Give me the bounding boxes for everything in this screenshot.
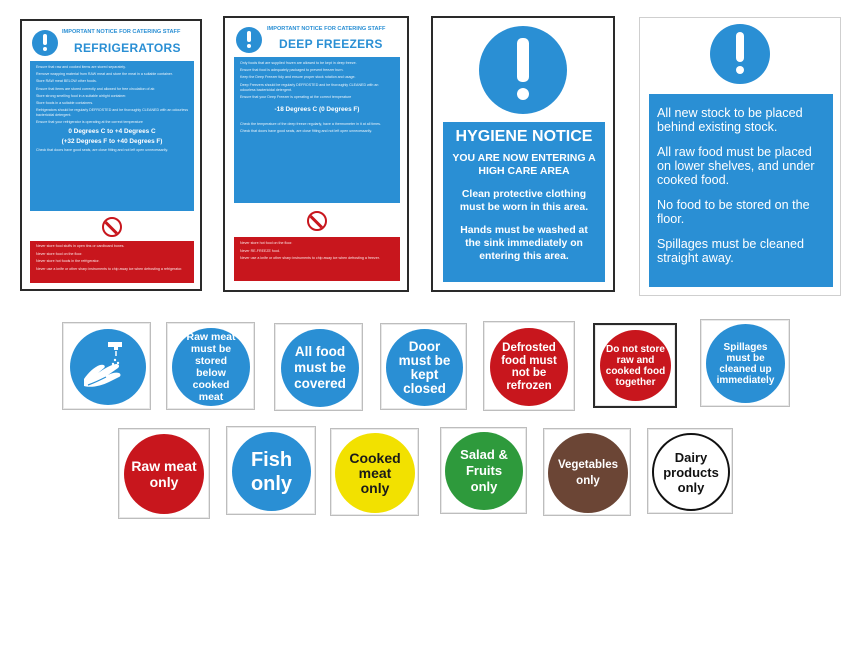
rule-text: Spillages must be cleaned straight away.: [657, 237, 805, 265]
hygiene-panel: HYGIENE NOTICE YOU ARE NOW ENTERING A HI…: [443, 122, 605, 282]
poster-title: REFRIGERATORS: [74, 41, 181, 55]
instruction-line: Check the temperature of the deep freeze…: [240, 121, 381, 126]
sign-circle: Spillages must be cleaned up immediately: [706, 324, 785, 403]
sign-text: All food must be covered: [294, 344, 346, 391]
notice-heading: IMPORTANT NOTICE FOR CATERING STAFF: [62, 29, 181, 35]
prohibition-icon: [102, 217, 122, 237]
sign-text: Raw meat only: [131, 458, 197, 490]
notice-heading: IMPORTANT NOTICE FOR CATERING STAFF: [267, 26, 386, 32]
dairy-products-only-sign: Dairy products only: [647, 428, 733, 514]
warning-line: Never use a knife or other sharp instrum…: [240, 256, 380, 260]
prohibition-icon: [307, 211, 327, 231]
rule-text: No food to be stored on the floor.: [657, 198, 810, 226]
defrosted-food-sign: Defrosted food must not be refrozen: [483, 321, 575, 411]
salad-fruits-only-sign: Salad & Fruits only: [440, 427, 527, 514]
sign-text: Fish only: [250, 448, 293, 495]
hand-wash-sign: [62, 322, 151, 410]
cooked-meat-only-sign: Cooked meat only: [330, 428, 419, 516]
sign-circle: Door must be kept closed: [386, 329, 463, 406]
sign-circle: Fish only: [232, 432, 311, 511]
instruction-line: Check that doors have good seals, are cl…: [240, 128, 372, 133]
temperature-range: -18 Degrees C (0 Degrees F): [274, 105, 360, 113]
sign-text: Spillages must be cleaned up immediately: [716, 341, 775, 386]
fish-only-sign: Fish only: [226, 426, 316, 515]
sign-circle: Raw meat must be stored below cooked mea…: [172, 328, 250, 406]
vegetables-only-sign: Vegetables only: [543, 428, 631, 516]
refrigerators-poster: IMPORTANT NOTICE FOR CATERING STAFF REFR…: [20, 19, 202, 291]
instruction-line: Ensure that raw and cooked items are sto…: [36, 65, 126, 69]
instruction-line: Check that doors have good seals, are cl…: [36, 147, 168, 152]
sign-circle: [70, 329, 146, 405]
spillages-sign: Spillages must be cleaned up immediately: [700, 319, 790, 407]
sign-text: Dairy products only: [663, 449, 719, 495]
exclamation-icon: [479, 26, 567, 114]
instruction-line: Store foods in a suitable containers.: [36, 100, 94, 105]
temperature-range: 0 Degrees C to +4 Degrees C: [68, 127, 156, 135]
hygiene-notice-poster: HYGIENE NOTICE YOU ARE NOW ENTERING A HI…: [431, 16, 615, 292]
rule-text: All new stock to be placed behind existi…: [657, 106, 803, 134]
sign-circle: Salad & Fruits only: [445, 432, 523, 510]
sign-text: Cooked meat only: [349, 449, 401, 496]
warning-panel: Never store hot food on the floor. Never…: [234, 237, 400, 281]
warning-line: Never use a knife or other sharp instrum…: [36, 266, 183, 271]
warning-line: Never store food on the floor.: [36, 251, 83, 256]
exclamation-icon: [32, 30, 58, 56]
sign-circle: Raw meat only: [124, 434, 204, 514]
sign-text: Door must be kept closed: [398, 338, 451, 396]
poster-title: HYGIENE NOTICE: [455, 128, 593, 145]
warning-line: Never store hot food on the floor.: [240, 241, 293, 245]
instruction-line: Store RAW meat BELOW other foods.: [36, 79, 97, 84]
instruction-line: Ensure that food is adequately packaged …: [240, 68, 344, 73]
warning-line: Never store hot foods in the refrigerato…: [36, 259, 100, 263]
instruction-line: Keep the Deep Freezer tidy and ensure pr…: [240, 75, 356, 80]
rule-text: All raw food must be placed on lower she…: [657, 145, 815, 187]
sign-circle: Vegetables only: [548, 433, 628, 513]
temperature-range-f: (+32 Degrees F to +40 Degrees F): [61, 137, 163, 145]
hygiene-paragraph: Hands must be washed at the sink immedia…: [460, 225, 588, 262]
raw-meat-only-sign: Raw meat only: [118, 428, 210, 519]
door-kept-closed-sign: Door must be kept closed: [380, 323, 467, 410]
all-food-covered-sign: All food must be covered: [274, 323, 363, 411]
sign-text: Vegetables only: [557, 459, 619, 487]
exclamation-icon: [710, 24, 770, 84]
exclamation-icon: [236, 27, 262, 53]
instruction-line: Refrigerators should be regularly DEFROS…: [36, 108, 189, 118]
instruction-line: Ensure that your refrigerator is operati…: [36, 120, 143, 125]
sign-text: Do not store raw and cooked food togethe…: [605, 343, 666, 388]
sign-circle: Do not store raw and cooked food togethe…: [600, 330, 671, 401]
instruction-line: Only foods that are supplied frozen are …: [240, 61, 357, 65]
poster-title: DEEP FREEZERS: [279, 37, 383, 51]
deep-freezers-poster: IMPORTANT NOTICE FOR CATERING STAFF DEEP…: [223, 16, 409, 292]
warning-line: Never RE-FREEZE food.: [240, 248, 280, 253]
sign-circle: All food must be covered: [281, 329, 359, 407]
hygiene-paragraph: Clean protective clothing must be worn i…: [459, 189, 589, 213]
raw-meat-below-sign: Raw meat must be stored below cooked mea…: [166, 322, 255, 410]
storage-rules-poster: All new stock to be placed behind existi…: [639, 17, 841, 296]
sign-circle: Defrosted food must not be refrozen: [490, 328, 568, 406]
instruction-line: Remove wrapping material from RAW meat a…: [36, 72, 173, 77]
instructions-panel: Only foods that are supplied frozen are …: [234, 57, 400, 203]
sign-text: Defrosted food must not be refrozen: [501, 342, 557, 392]
warning-panel: Never store food stuffs in open tins or …: [30, 241, 194, 283]
rules-panel: All new stock to be placed behind existi…: [649, 94, 833, 287]
instruction-line: Ensure that items are stored correctly a…: [36, 86, 156, 91]
warning-line: Never store food stuffs in open tins or …: [36, 244, 125, 248]
sign-text: Salad & Fruits only: [460, 447, 508, 494]
poster-subtitle: YOU ARE NOW ENTERING A HIGH CARE AREA: [452, 152, 596, 177]
instructions-panel: Ensure that raw and cooked items are sto…: [30, 61, 194, 211]
sign-circle: Dairy products only: [652, 433, 730, 511]
sign-text: Raw meat must be stored below cooked mea…: [186, 331, 236, 403]
instruction-line: Store strong smelling food in a suitable…: [36, 93, 127, 98]
hand-washing-icon: [84, 342, 122, 387]
raw-cooked-separate-sign: Do not store raw and cooked food togethe…: [593, 323, 677, 408]
instruction-line: Deep Freezers should be regularly DEFROS…: [240, 82, 379, 92]
instruction-line: Ensure that your Deep Freezer is operati…: [240, 94, 352, 99]
sign-circle: Cooked meat only: [335, 433, 415, 513]
